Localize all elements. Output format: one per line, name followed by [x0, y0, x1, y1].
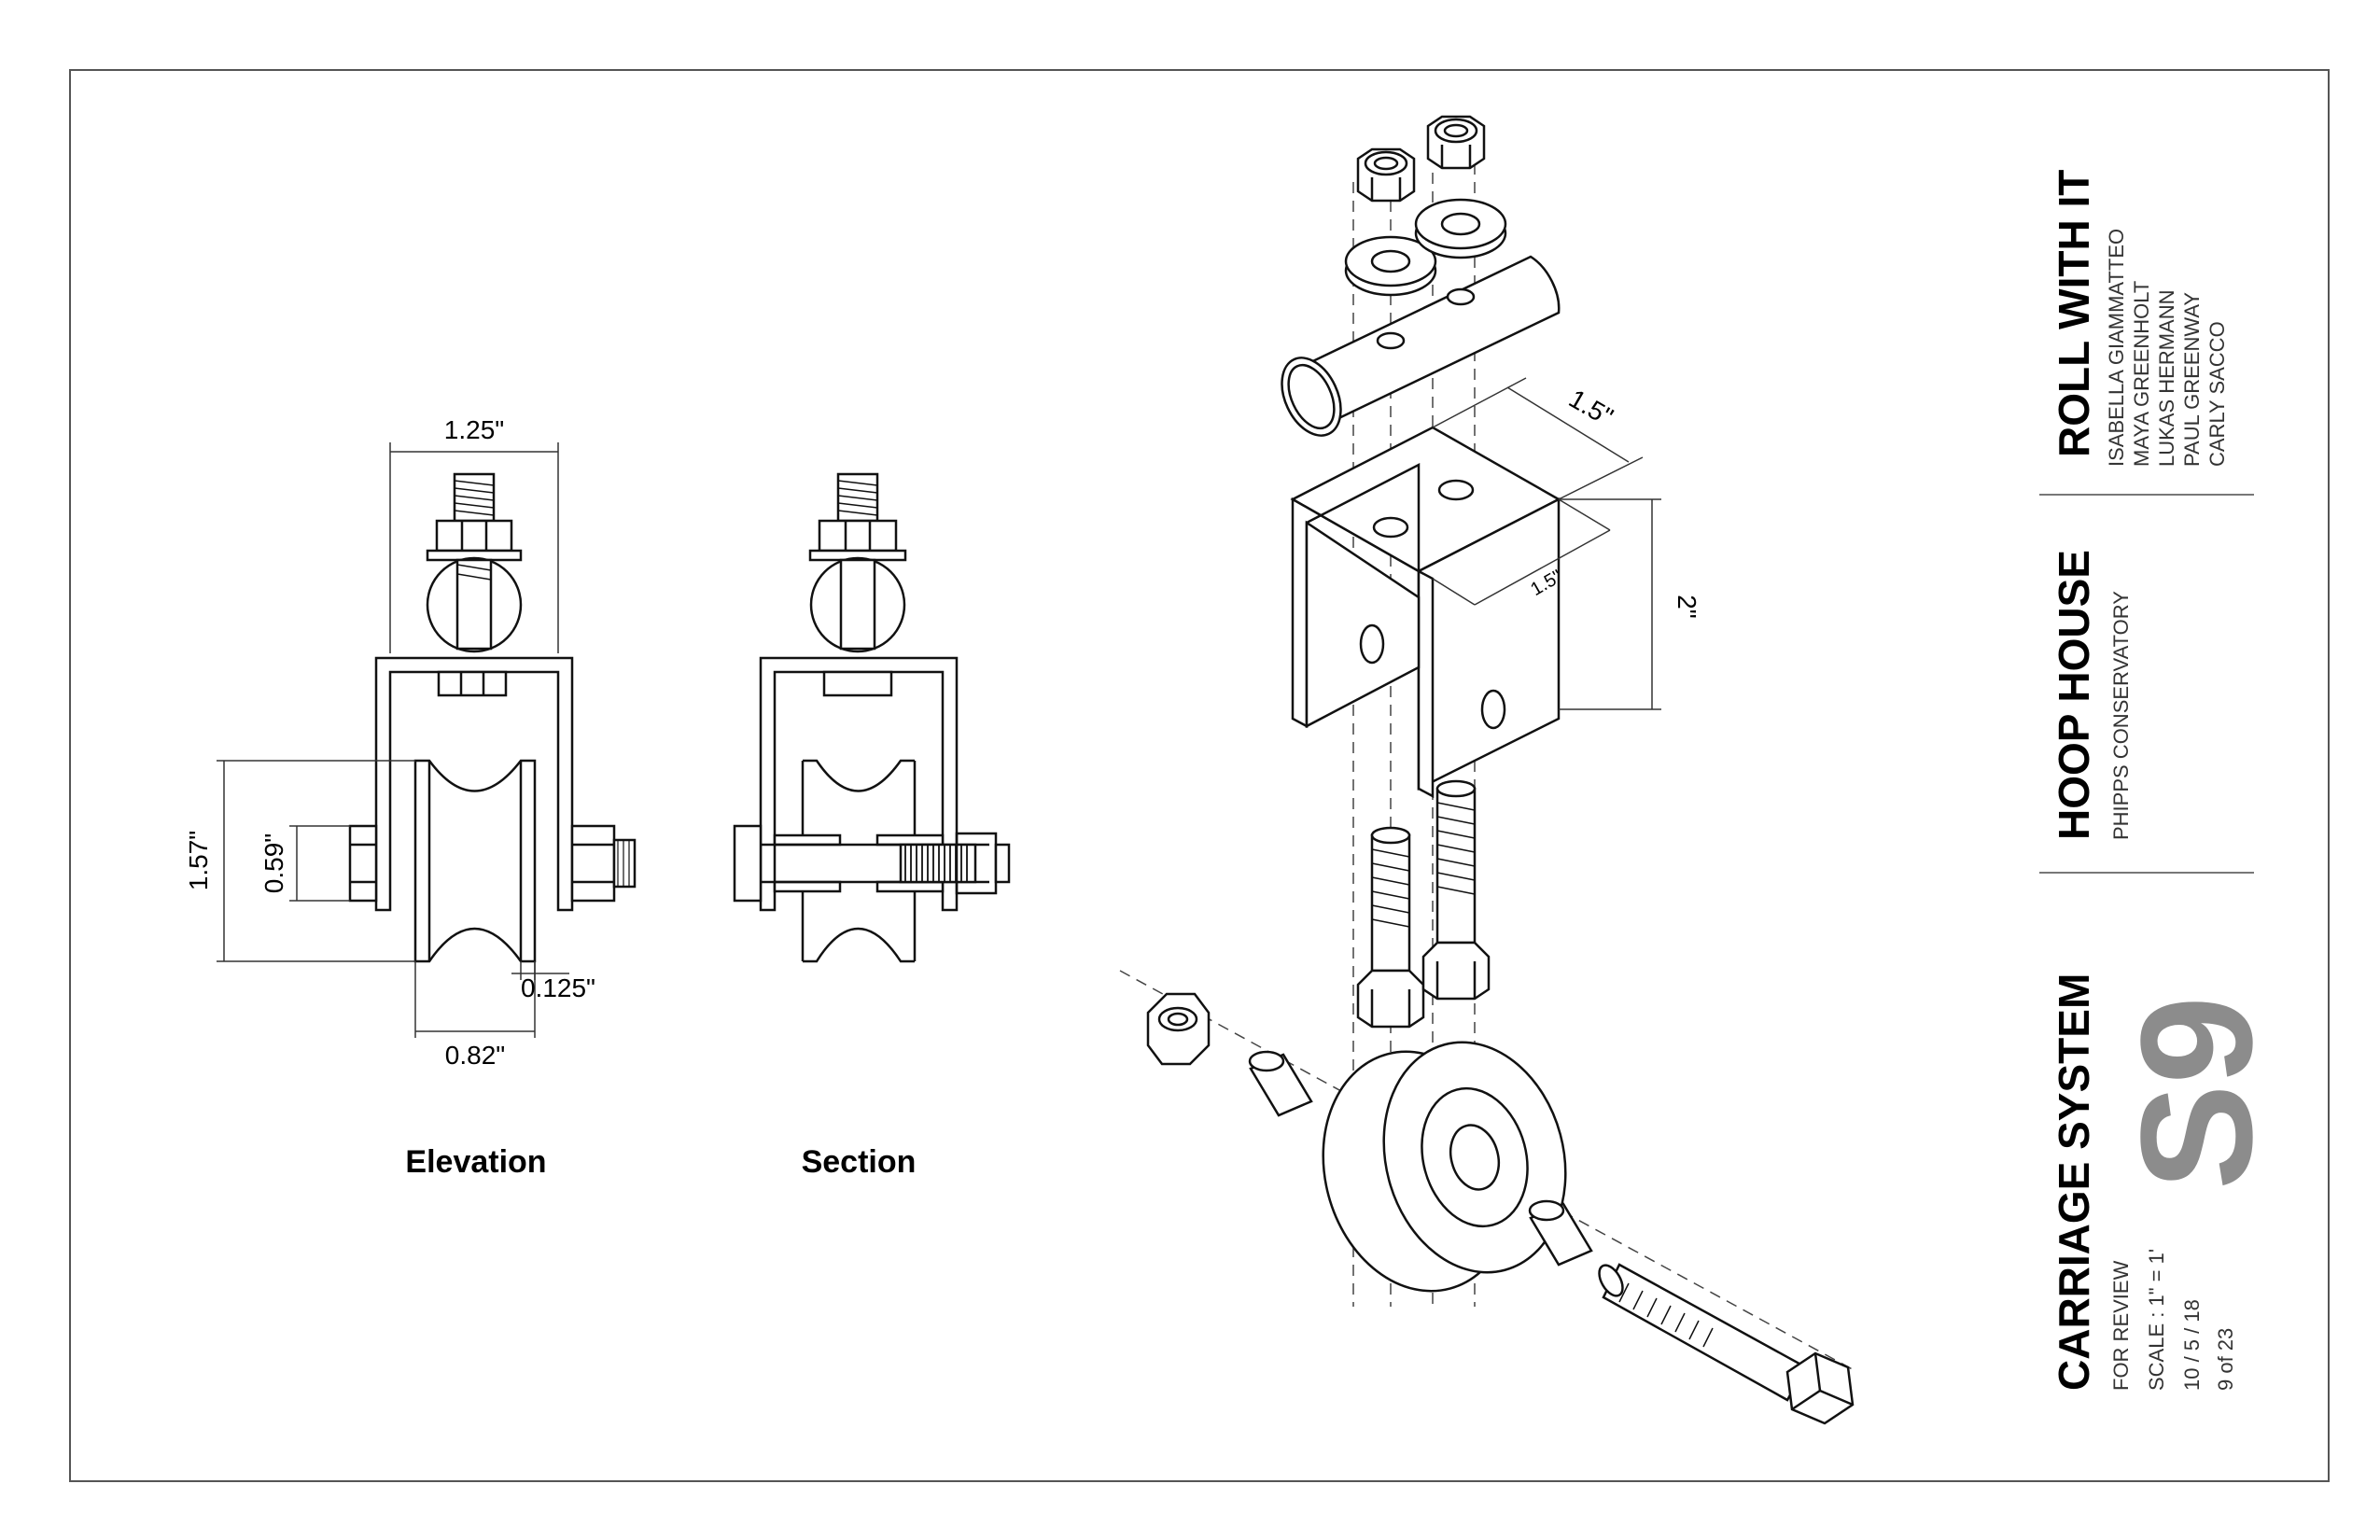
elevation-caption: Elevation — [405, 1144, 546, 1180]
client-name: PHIPPS CONSERVATORY — [2109, 591, 2133, 840]
team-member: LUKAS HERMANN — [2155, 290, 2178, 467]
team-list: ISABELLA GIAMMATTEO MAYA GREENHOLT LUKAS… — [2105, 229, 2229, 467]
page-count: 9 of 23 — [2214, 1328, 2237, 1391]
team-member: ISABELLA GIAMMATTEO — [2105, 229, 2128, 467]
lock-nuts-top — [1356, 115, 1486, 203]
elevation-view — [348, 472, 637, 963]
elev-dim-flange: 0.125" — [521, 973, 595, 1002]
sheet-title: CARRIAGE SYSTEM — [2050, 973, 2098, 1391]
carriage-bolts — [1356, 779, 1491, 1029]
elev-dim-width-bottom: 0.82" — [445, 1041, 505, 1070]
section-view — [733, 472, 1011, 963]
axle-assembly — [1146, 992, 1855, 1425]
section-caption: Section — [802, 1144, 917, 1180]
drawing-scale: SCALE : 1" = 1' — [2145, 1249, 2168, 1391]
washers-top — [1344, 198, 1507, 297]
team-member: CARLY SACCO — [2205, 321, 2229, 467]
elev-dim-height-outer: 1.57" — [184, 831, 213, 890]
issue-date: 10 / 5 / 18 — [2180, 1299, 2204, 1391]
pivot-tube — [1281, 255, 1561, 437]
bracket-dimensions — [1432, 377, 1661, 710]
iso-dim-length: 1.5" — [1564, 384, 1618, 431]
project-title: ROLL WITH IT — [2050, 170, 2098, 457]
project-name: HOOP HOUSE — [2050, 550, 2098, 840]
elevation-dimensions — [217, 442, 569, 1038]
channel-bracket — [1290, 426, 1561, 799]
elev-dim-width-top: 1.25" — [444, 415, 504, 444]
iso-dim-height: 2" — [1673, 595, 1701, 619]
elev-dim-height-inner: 0.59" — [259, 833, 288, 893]
sheet-number: S9 — [2108, 996, 2286, 1190]
sheet-border — [69, 69, 2330, 1482]
team-member: MAYA GREENHOLT — [2130, 281, 2153, 467]
team-member: PAUL GREENWAY — [2180, 292, 2204, 467]
review-status: FOR REVIEW — [2109, 1260, 2133, 1391]
